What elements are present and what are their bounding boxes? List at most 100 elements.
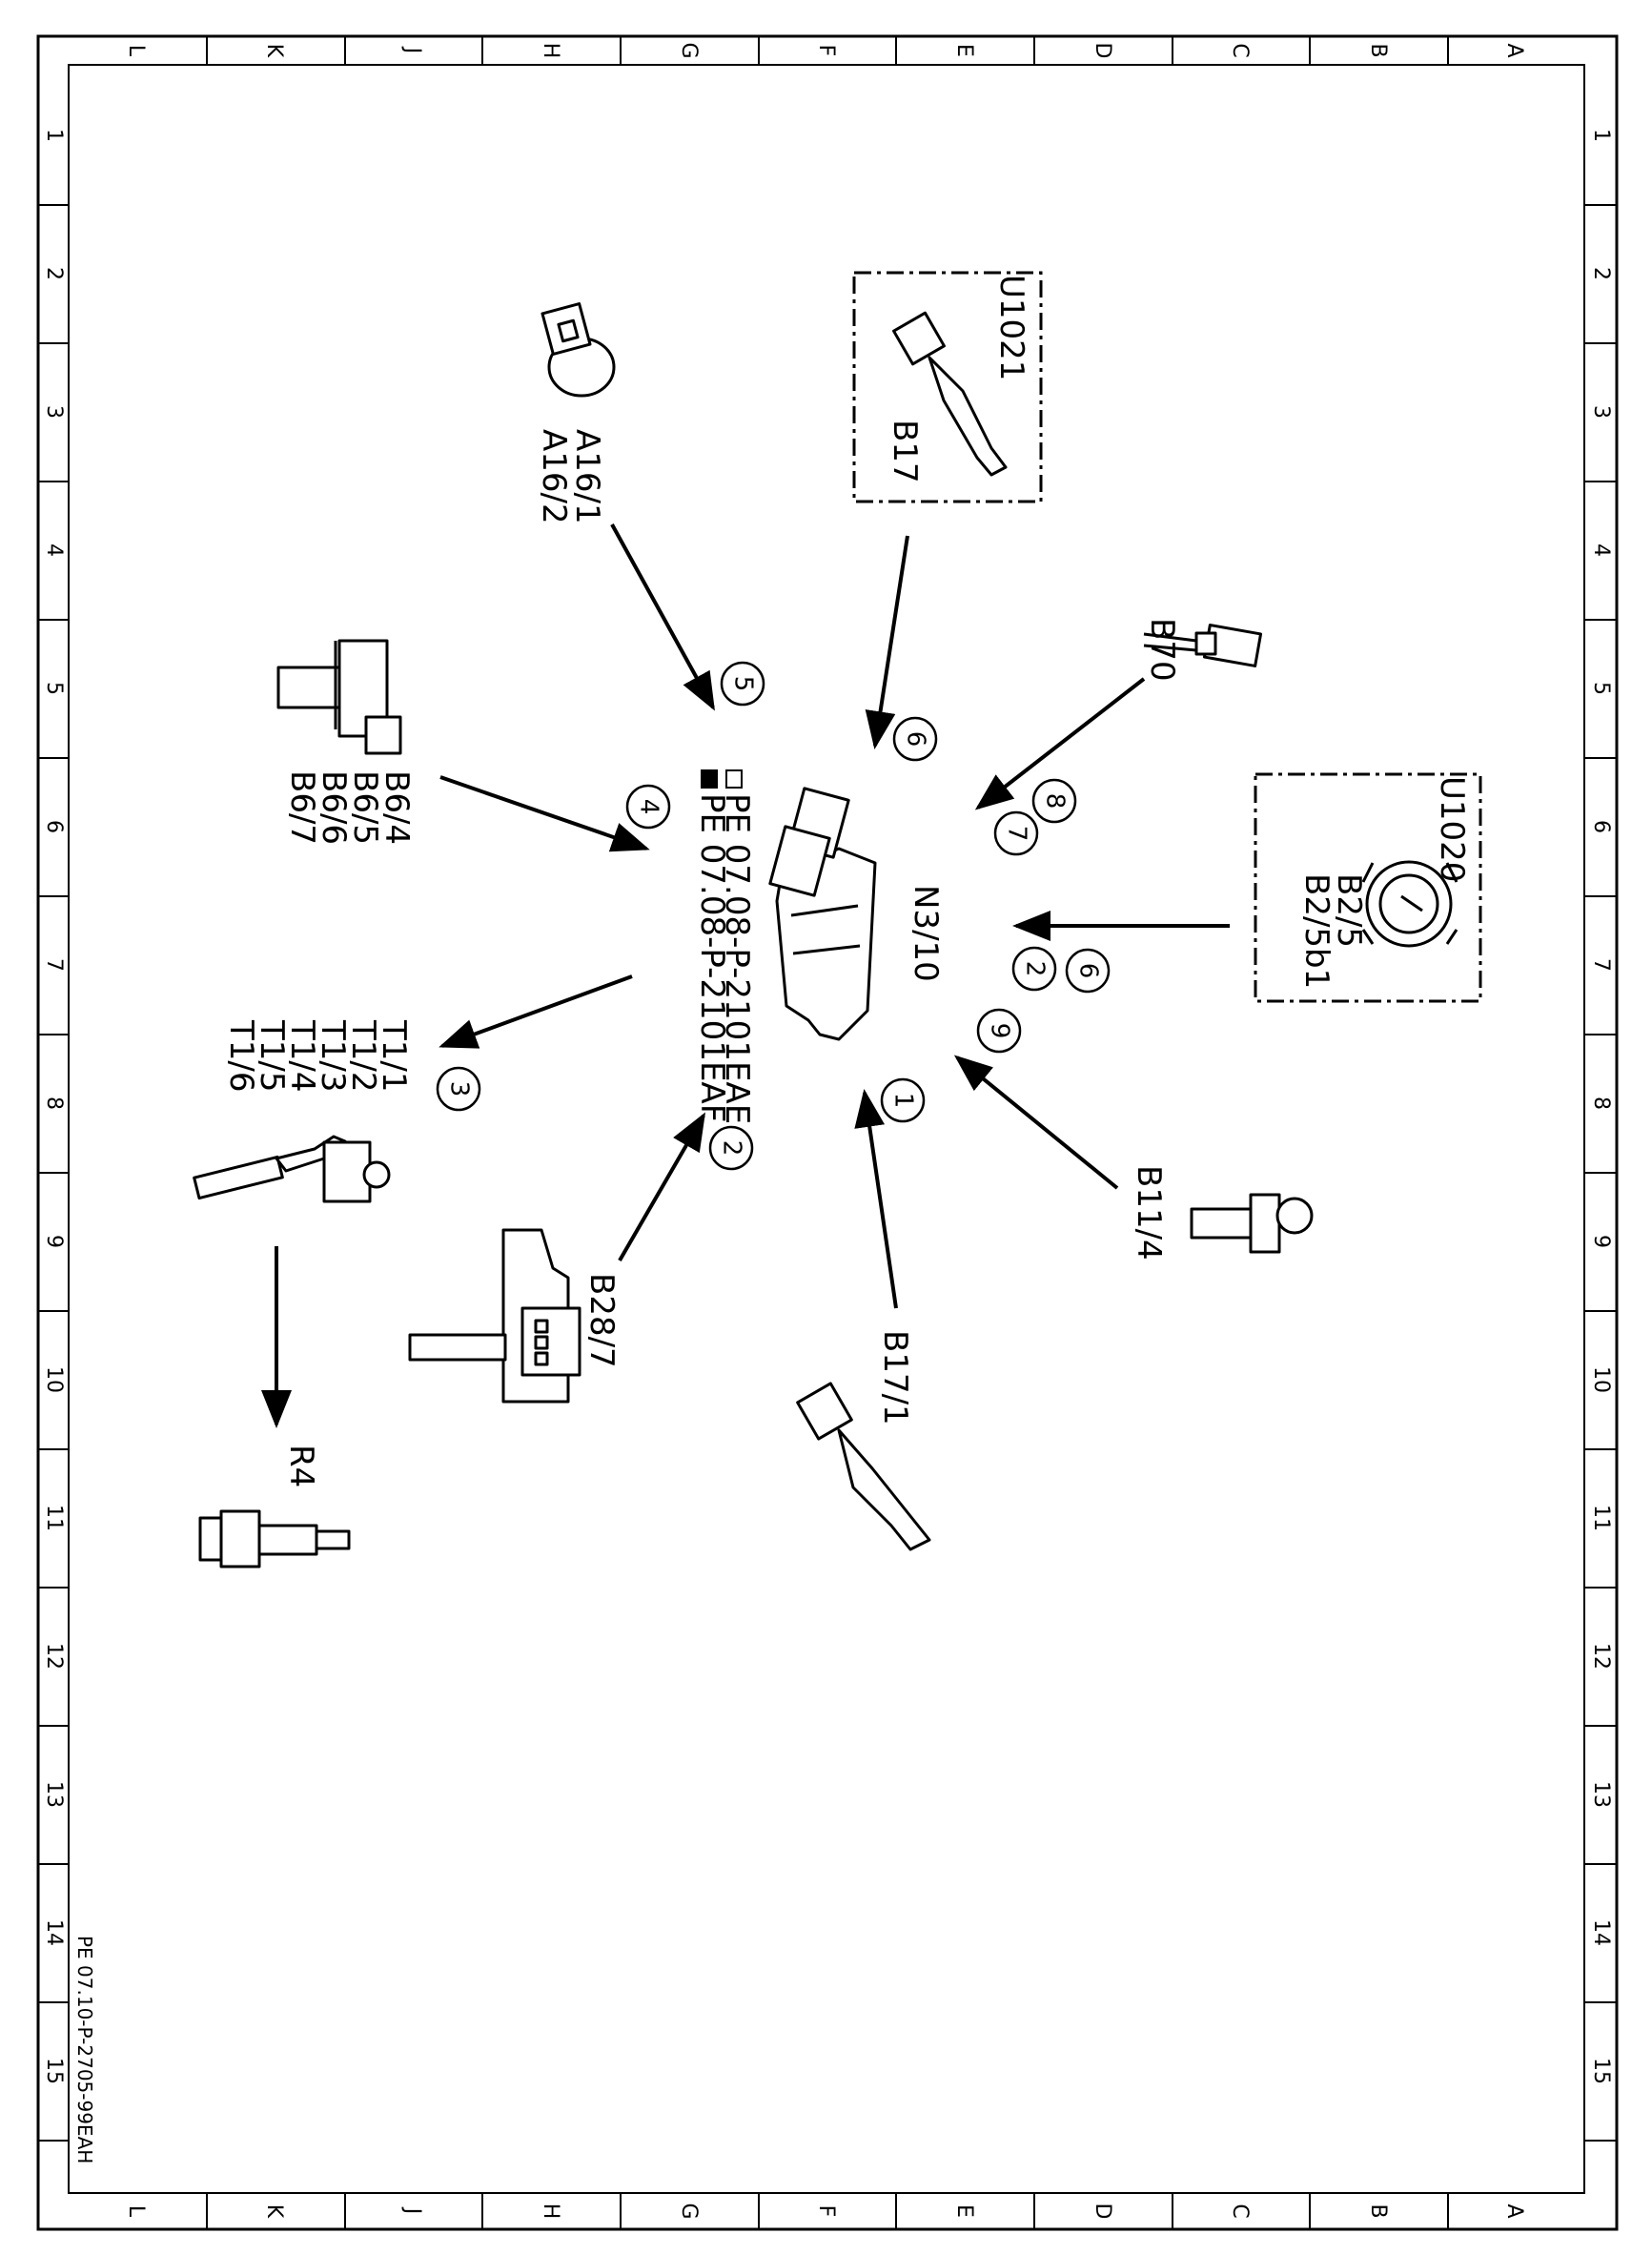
b2-5-sensor [1361, 860, 1458, 948]
grid-number: 12 [42, 1643, 66, 1670]
grid-letter: B [1366, 43, 1390, 57]
grid-letter: D [1091, 43, 1114, 59]
marker-6: 6 [902, 731, 930, 748]
grid-number: 15 [42, 2058, 66, 2084]
circled-markers [436, 661, 1111, 1171]
label-b17: B17 [886, 420, 924, 483]
grid-number: 7 [42, 958, 66, 972]
arrow-a16 [610, 523, 715, 711]
grid-number: 4 [1589, 543, 1613, 557]
label-r4: R4 [282, 1445, 320, 1487]
label-b11-4: B11/4 [1130, 1165, 1168, 1261]
arrow-b6 [439, 775, 650, 852]
grid-letter: H [539, 2204, 562, 2220]
grid-letter: L [124, 2205, 148, 2218]
grid-number: 11 [1589, 1505, 1613, 1531]
b17-sensor [892, 311, 1008, 477]
label-u1021: U1021 [992, 275, 1030, 380]
grid-letter: K [262, 44, 286, 58]
grid-letter: J [400, 46, 424, 54]
label-n3-10: N3/10 [907, 885, 945, 982]
label-b17-1: B17/1 [876, 1330, 914, 1425]
grid-letter: A [1502, 2204, 1526, 2218]
grid-number: 5 [42, 682, 66, 695]
marker-5: 5 [729, 676, 758, 692]
grid-number: 3 [42, 405, 66, 419]
b6-camshaft-sensor [276, 639, 402, 755]
label-b6-6: B6/6 [315, 770, 353, 845]
grid-letter: C [1228, 43, 1252, 57]
b11-4-sensor [1190, 1193, 1314, 1254]
u1021-box [852, 271, 1043, 503]
t1-ignition-coil [193, 1135, 391, 1203]
component-drawings [193, 302, 1458, 1568]
marker-8: 8 [1041, 793, 1070, 810]
drawing-frame [36, 34, 1619, 2231]
label-b6-7: B6/7 [283, 770, 321, 845]
grid-letter: G [677, 2203, 701, 2219]
marker-7: 7 [1003, 826, 1031, 842]
label-b2-5b1: B2/5b1 [1297, 873, 1336, 989]
marker-numbers: 5 6 8 7 6 2 9 1 2 4 3 [445, 676, 1103, 1157]
grid-letter: G [677, 42, 701, 58]
grid-letter: K [262, 2204, 286, 2219]
grid-number: 1 [1589, 129, 1613, 142]
grid-number: 2 [1589, 267, 1613, 280]
label-a16-2: A16/2 [535, 429, 573, 524]
r4-spark-plug [198, 1509, 351, 1568]
grid-number: 10 [1589, 1366, 1613, 1393]
arrow-b28 [618, 1112, 706, 1262]
label-t1-2: T1/2 [344, 1019, 382, 1093]
grid-number: 8 [42, 1097, 66, 1110]
grid-number: 7 [1589, 958, 1613, 972]
grid-letter: H [539, 43, 562, 59]
component-labels: N3/10 U1021 B17 A16/1 A16/2 B70 U1020 B2… [222, 275, 1471, 1487]
hand-pointer-icon [701, 769, 743, 789]
grid-number: 2 [42, 267, 66, 280]
arrow-b11 [953, 1055, 1119, 1190]
grid-letter: D [1091, 2204, 1114, 2220]
grid-letter: B [1366, 2204, 1390, 2218]
arrow-b70 [974, 677, 1146, 810]
group-boxes [852, 271, 1482, 1003]
n3-10-control-unit [768, 787, 877, 1041]
grid-letter: E [952, 44, 976, 57]
b28-7-sensor [408, 1228, 581, 1404]
document-code: PE 07.10-P-2705-99EAH [73, 1936, 96, 2163]
label-t1-6: T1/6 [222, 1019, 260, 1093]
label-b6-4: B6/4 [377, 770, 416, 845]
grid-letter: F [814, 45, 838, 57]
arrow-b17 [865, 535, 909, 749]
grid-number: 3 [1589, 405, 1613, 419]
label-b28-7: B28/7 [582, 1273, 621, 1368]
label-t1-4: T1/4 [283, 1019, 321, 1093]
grid-number: 12 [1589, 1643, 1613, 1670]
grid-number: 6 [1589, 820, 1613, 833]
label-b6-5: B6/5 [346, 770, 384, 845]
b17-1-sensor [796, 1382, 931, 1551]
grid-number: 5 [1589, 682, 1613, 695]
label-t1-1: T1/1 [375, 1019, 413, 1093]
grid-letter: F [814, 2205, 838, 2218]
marker-4: 4 [635, 799, 663, 815]
grid-number: 14 [42, 1919, 66, 1946]
b70-sensor [1143, 624, 1263, 667]
u1020-box [1254, 772, 1482, 1003]
label-t1-3: T1/3 [314, 1019, 352, 1093]
grid-number: 9 [42, 1235, 66, 1248]
marker-2: 2 [1021, 961, 1050, 977]
arrow-b17-1 [854, 1089, 898, 1309]
grid-number: 13 [42, 1781, 66, 1808]
marker-3: 3 [445, 1081, 474, 1097]
a16-knock-sensor [540, 302, 616, 398]
label-u1020: U1020 [1433, 776, 1471, 882]
connection-arrows [261, 523, 1230, 1428]
grid-number: 13 [1589, 1781, 1613, 1808]
references: PE 07.08-P-2101EAE PE 07.08-P-2101EAF [693, 769, 756, 1124]
arrow-t1 [438, 974, 633, 1049]
label-a16-1: A16/1 [568, 429, 606, 524]
grid-number: 1 [42, 129, 66, 142]
reference-1: PE 07.08-P-2101EAE [718, 793, 756, 1124]
grid-number: 4 [42, 543, 66, 557]
